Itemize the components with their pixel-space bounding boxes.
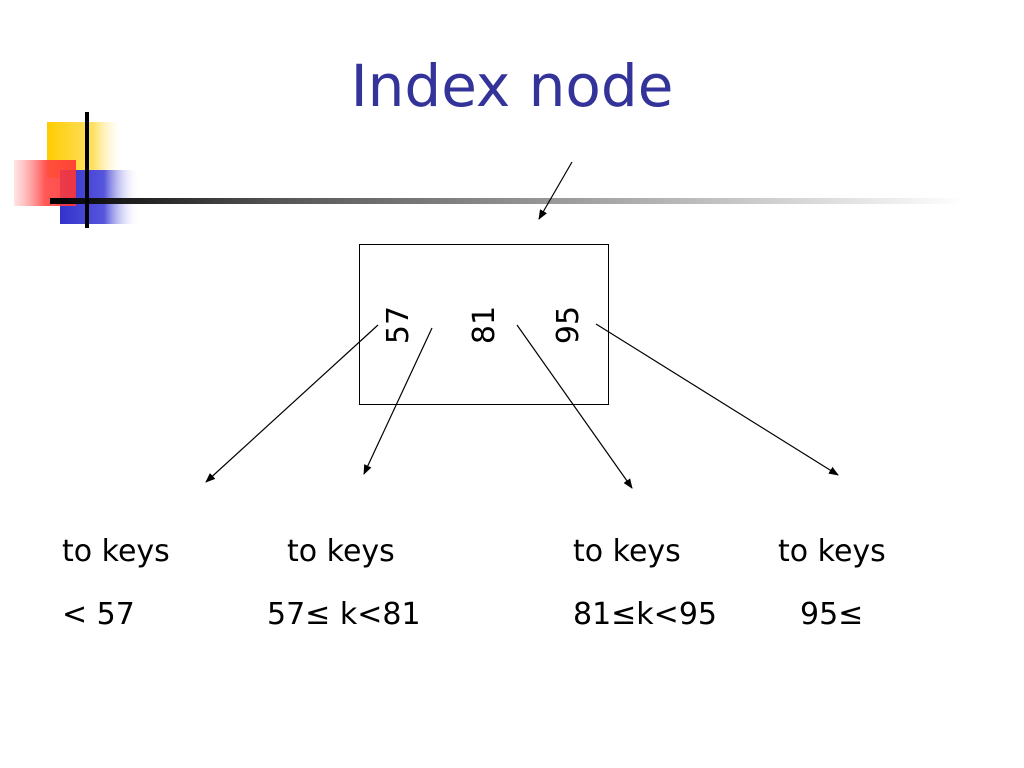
- pointer-arrow-3: [516, 324, 633, 489]
- pointer-arrow-4: [595, 323, 839, 476]
- page-title: Index node: [350, 52, 674, 120]
- deco-rule: [50, 198, 965, 204]
- parent-pointer-arrow: [538, 161, 573, 220]
- pointer-4-label: to keys: [778, 534, 886, 569]
- pointer-3-label: to keys: [573, 534, 681, 569]
- pointer-1-label: to keys: [62, 534, 170, 569]
- pointer-2-range: 57≤ k<81: [267, 597, 421, 632]
- pointer-arrow-1: [205, 324, 379, 483]
- pointer-3-range: 81≤k<95: [573, 597, 717, 632]
- pointer-4-range: 95≤: [800, 597, 864, 632]
- deco-vertical-bar: [85, 112, 89, 228]
- pointer-2-label: to keys: [287, 534, 395, 569]
- index-node-box: [359, 244, 609, 405]
- pointer-1-range: < 57: [62, 597, 135, 632]
- pointer-arrow-2: [363, 327, 433, 475]
